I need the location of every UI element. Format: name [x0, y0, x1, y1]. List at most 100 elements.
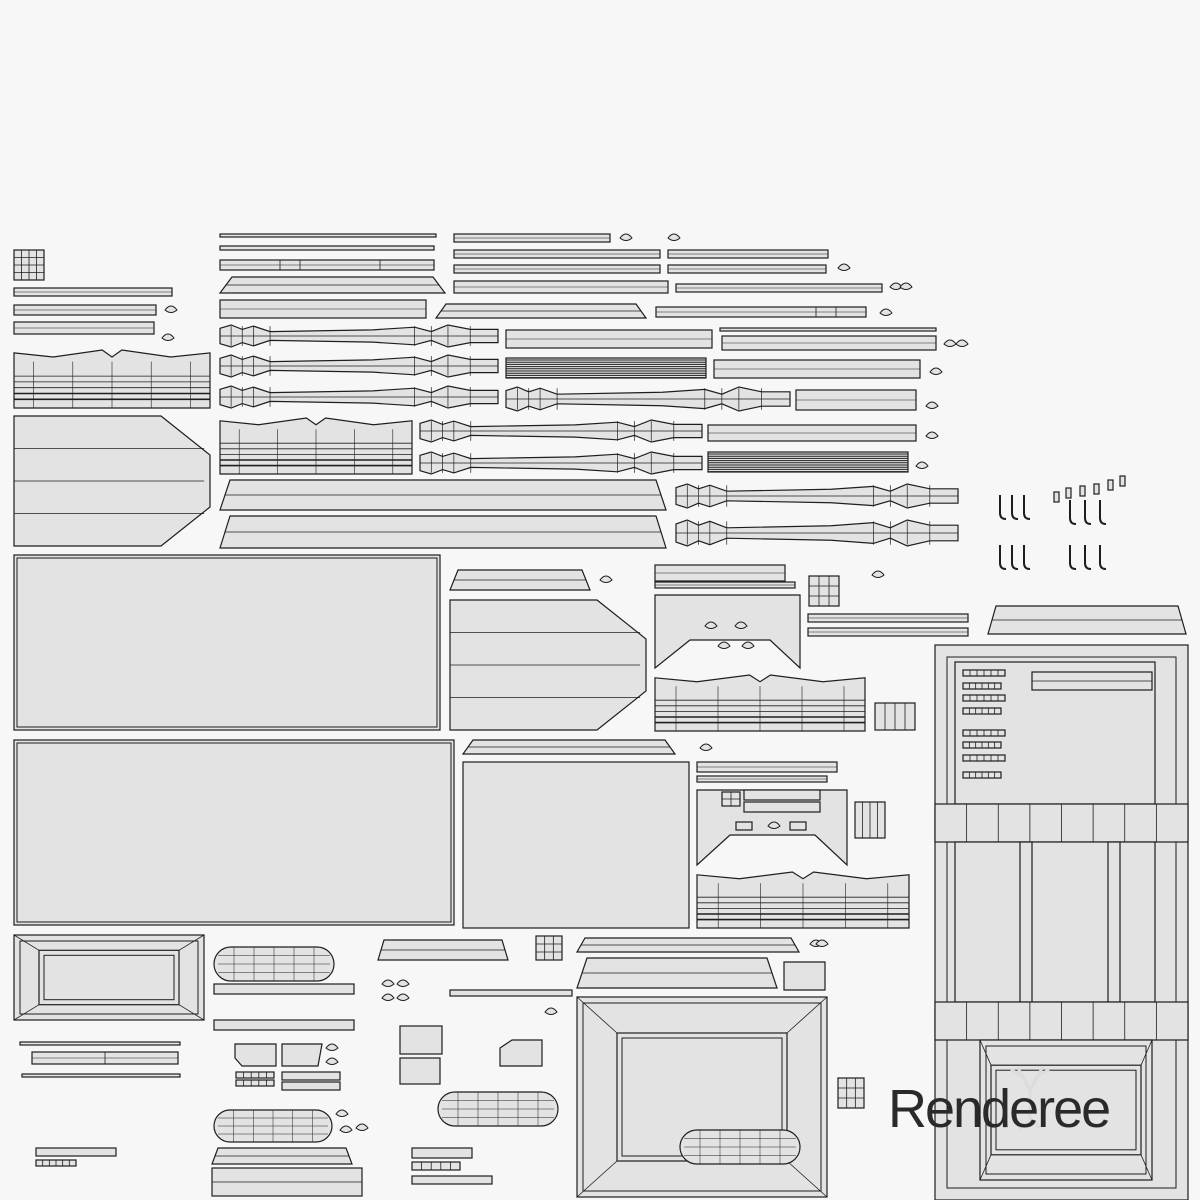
knob-shell — [339, 1125, 353, 1133]
knob-shell — [815, 939, 829, 947]
screw-shell — [1107, 479, 1114, 491]
knob-shell — [699, 743, 713, 751]
hinge-hardware-shell — [1084, 500, 1092, 525]
knob-shell — [717, 641, 731, 649]
drawer-side-block — [499, 1039, 543, 1067]
hinge-hardware-shell — [1099, 500, 1107, 525]
small-block — [735, 821, 753, 831]
uv-edge — [1140, 1154, 1153, 1181]
hinge-hardware-shell — [1023, 495, 1031, 520]
uv-shell-inset — [19, 940, 199, 1015]
thin-edge-strip — [21, 1073, 181, 1078]
hinge-hardware-shell — [1011, 545, 1019, 570]
knob-shell — [704, 621, 718, 629]
cabinet-stile-shell — [1019, 841, 1033, 1003]
knob-shell — [396, 993, 410, 1001]
drawer-face-panel — [38, 949, 180, 1006]
knob-shell — [925, 401, 939, 409]
knob-shell — [915, 461, 929, 469]
drawer-side-block — [783, 961, 826, 991]
knob-shell — [381, 979, 395, 987]
thin-edge-strip — [219, 233, 437, 238]
large-panel-shell — [13, 554, 441, 731]
hinge-hardware-shell — [999, 495, 1007, 520]
small-strip — [281, 1071, 341, 1081]
small-grid-shell — [837, 1077, 865, 1109]
screw-shell — [1053, 491, 1060, 503]
uv-edge — [786, 996, 828, 1034]
drawer-side-block — [399, 1057, 441, 1085]
knob-shell — [355, 1123, 369, 1131]
knob-shell — [544, 1007, 558, 1015]
small-strip — [235, 1071, 275, 1079]
large-panel-shell — [462, 761, 690, 929]
hinge-hardware-shell — [999, 545, 1007, 570]
uv-shell-inset — [16, 557, 438, 728]
knob-shell — [335, 1109, 349, 1117]
thin-edge-strip — [449, 989, 573, 997]
uv-edge — [576, 1160, 618, 1198]
knob-shell — [955, 339, 969, 347]
drawer-side-block — [234, 1043, 277, 1067]
uv-shell-inset — [43, 954, 175, 1001]
uv-edge — [576, 996, 618, 1034]
renderee-watermark: Renderee — [888, 1079, 1111, 1139]
trim-strip — [743, 801, 821, 813]
uv-edge — [1140, 1039, 1153, 1066]
hinge-hardware-shell — [1011, 495, 1019, 520]
hinge-hardware-shell — [1069, 500, 1077, 525]
small-strip — [35, 1147, 117, 1157]
knob-shell — [381, 993, 395, 1001]
uv-edge — [13, 1004, 40, 1021]
knob-shell — [899, 282, 913, 290]
screw-shell — [1079, 485, 1086, 497]
knob-shell — [599, 575, 613, 583]
knob-shell — [767, 821, 781, 829]
knob-shell — [929, 367, 943, 375]
small-strip — [411, 1175, 493, 1185]
small-grid-shell — [535, 935, 563, 961]
uv-edge — [13, 934, 40, 951]
cabinet-opening — [954, 841, 1156, 1003]
uv-shell-inset — [946, 656, 1177, 1189]
knob-shell — [943, 339, 957, 347]
small-strip — [281, 1081, 341, 1091]
thin-edge-strip — [719, 327, 937, 332]
knob-shell — [164, 305, 178, 313]
large-panel-shell — [13, 739, 455, 926]
uv-shell-inset — [995, 1069, 1137, 1151]
curved-panel-shell — [654, 594, 801, 670]
trim-strip — [213, 983, 355, 995]
drawer-side-block — [281, 1043, 323, 1067]
small-strip — [411, 1161, 461, 1171]
uv-edge — [178, 1004, 205, 1021]
knob-shell — [837, 263, 851, 271]
screw-shell — [1093, 483, 1100, 495]
knob-shell — [667, 233, 681, 241]
knob-shell — [619, 233, 633, 241]
trim-strip — [743, 789, 821, 801]
uv-shell-inset — [16, 742, 452, 923]
cabinet-stile-shell — [1107, 841, 1121, 1003]
knob-shell — [871, 570, 885, 578]
knob-shell — [325, 1043, 339, 1051]
hinge-hardware-shell — [1069, 545, 1077, 570]
hinge-hardware-shell — [1023, 545, 1031, 570]
small-strip — [411, 1147, 473, 1159]
knob-shell — [161, 333, 175, 341]
uv-edge — [979, 1154, 992, 1181]
knob-shell — [741, 641, 755, 649]
screw-shell — [1119, 475, 1126, 487]
uv-edge — [786, 1160, 828, 1198]
knob-shell — [396, 979, 410, 987]
drawer-face-panel — [990, 1064, 1142, 1156]
knob-shell — [879, 308, 893, 316]
hinge-hardware-shell — [1084, 545, 1092, 570]
screw-shell — [1065, 487, 1072, 499]
small-block — [789, 821, 807, 831]
uv-edge — [178, 934, 205, 951]
trim-strip — [213, 1019, 355, 1031]
small-strip — [235, 1079, 275, 1087]
uv-edge — [979, 1039, 992, 1066]
